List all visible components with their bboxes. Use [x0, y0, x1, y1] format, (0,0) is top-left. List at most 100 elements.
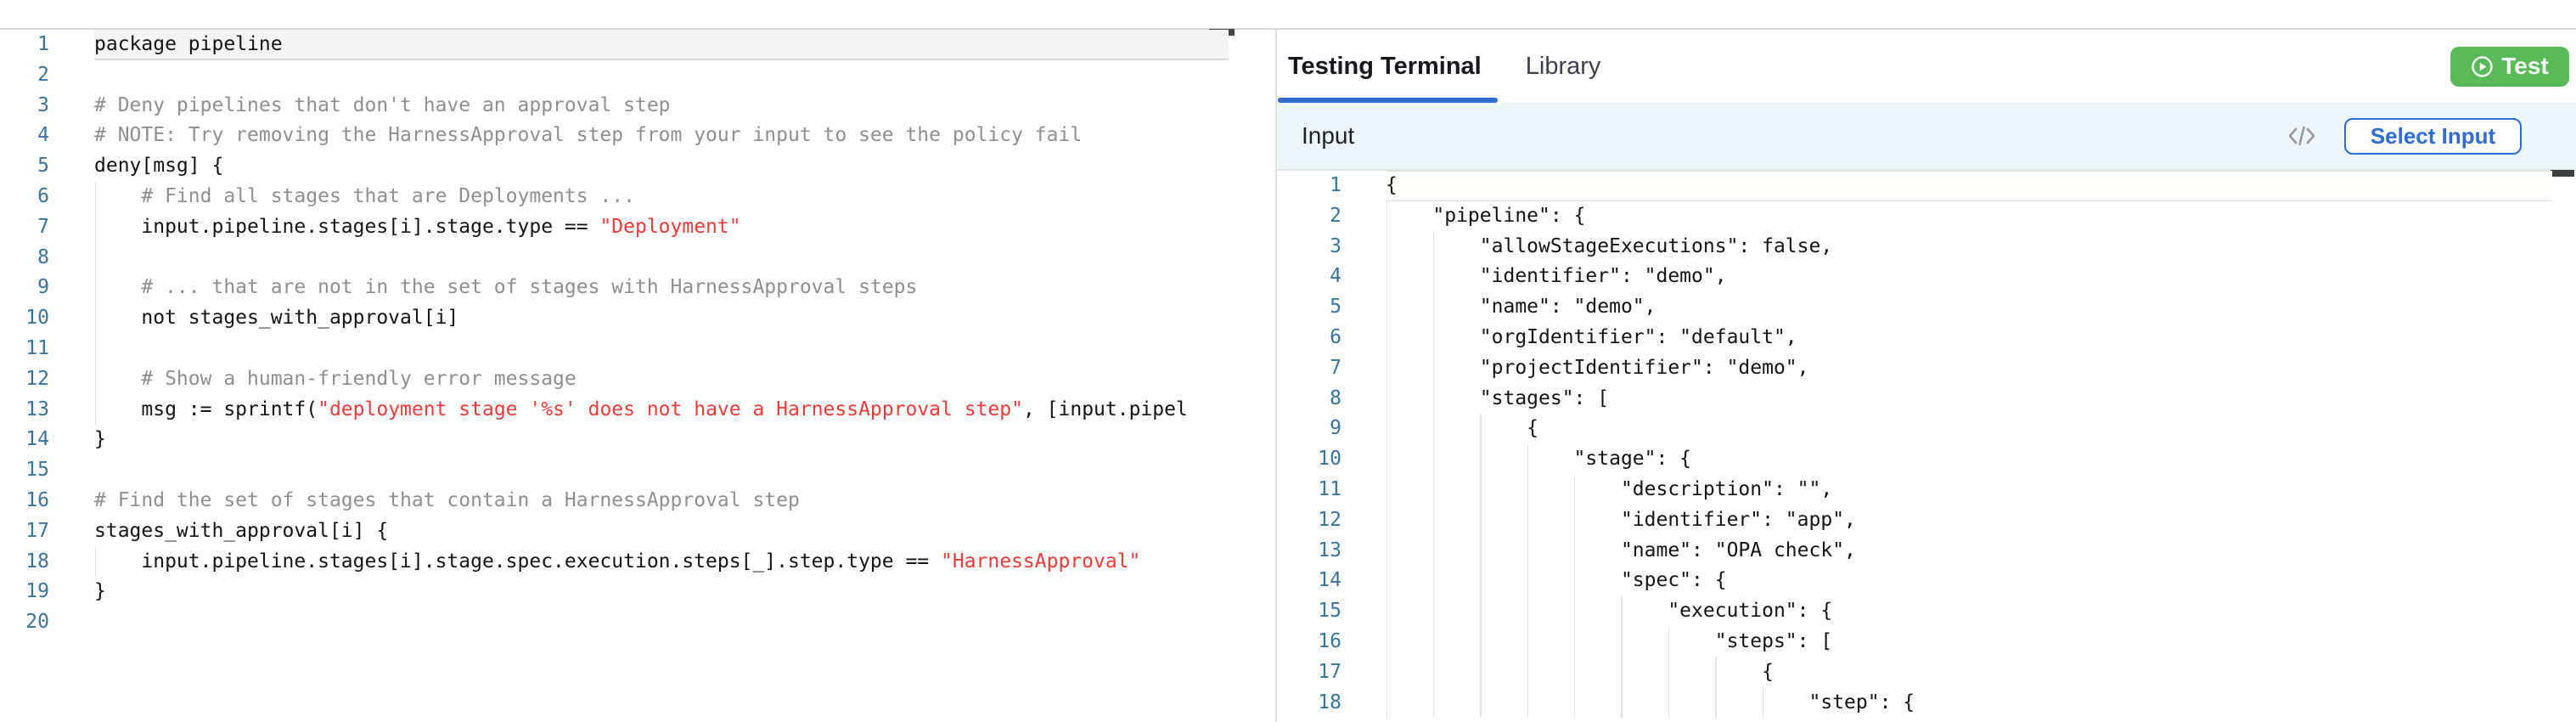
indent-guide [1527, 505, 1528, 536]
comment-token: # Show a human-friendly error message [94, 368, 577, 390]
code-token: "projectIdentifier": "demo", [1386, 357, 1809, 379]
code-token: package pipeline [94, 33, 283, 55]
code-token: "step": { [1386, 691, 1915, 714]
indent-guide [1480, 505, 1481, 536]
indent-guide [1527, 657, 1528, 688]
code-line[interactable]: 18 input.pipeline.stages[i].stage.spec.e… [0, 547, 1275, 578]
code-line[interactable]: 16# Find the set of stages that contain … [0, 486, 1275, 516]
code-line[interactable]: 8 "stages": [ [1278, 384, 2576, 415]
tab-testing-terminal[interactable]: Testing Terminal [1288, 53, 1482, 81]
code-line[interactable]: 3# Deny pipelines that don't have an app… [0, 91, 1275, 121]
code-token: { [1386, 417, 1538, 439]
code-line[interactable]: 11 [0, 334, 1275, 364]
indent-guide [1386, 201, 1387, 232]
code-line[interactable]: 6 "orgIdentifier": "default", [1278, 323, 2576, 353]
code-line[interactable]: 16 "steps": [ [1278, 627, 2576, 657]
indent-guide [1715, 688, 1716, 719]
line-number: 19 [0, 577, 49, 607]
indent-guide [1386, 505, 1387, 536]
code-token: stages_with_approval[i] { [94, 520, 388, 542]
code-line-text: package pipeline [94, 30, 1275, 60]
code-line[interactable]: 12 # Show a human-friendly error message [0, 364, 1275, 395]
code-line-text: "identifier": "demo", [1386, 262, 2576, 292]
code-token: "steps": [ [1386, 630, 1832, 652]
code-line[interactable]: 2 [0, 60, 1275, 91]
indent-guide [1433, 292, 1434, 323]
code-line-text: # Find all stages that are Deployments .… [94, 182, 1275, 212]
code-line-text: "name": "OPA check", [1386, 536, 2576, 567]
indent-guide [1433, 505, 1434, 536]
indent-guide [1668, 627, 1669, 657]
code-line-text: "allowStageExecutions": false, [1386, 232, 2576, 262]
code-line[interactable]: 3 "allowStageExecutions": false, [1278, 232, 2576, 262]
code-line[interactable]: 13 "name": "OPA check", [1278, 536, 2576, 567]
indent-guide [1480, 444, 1481, 475]
indent-guide [1386, 566, 1387, 596]
indent-guide [1433, 657, 1434, 688]
code-line[interactable]: 13 msg := sprintf("deployment stage '%s'… [0, 395, 1275, 426]
code-line[interactable]: 15 "execution": { [1278, 596, 2576, 627]
code-line[interactable]: 5 "name": "demo", [1278, 292, 2576, 323]
test-button[interactable]: Test [2450, 47, 2569, 87]
code-line-text: input.pipeline.stages[i].stage.spec.exec… [94, 547, 1275, 578]
indent-guide [1386, 444, 1387, 475]
code-line[interactable]: 10 "stage": { [1278, 444, 2576, 475]
code-line[interactable]: 15 [0, 455, 1275, 486]
input-json-editor[interactable]: 1{2 "pipeline": {3 "allowStageExecutions… [1278, 171, 2576, 722]
code-line[interactable]: 7 "projectIdentifier": "demo", [1278, 353, 2576, 384]
code-line[interactable]: 17 { [1278, 657, 2576, 688]
line-number: 1 [1278, 171, 1341, 201]
indent-guide [1621, 657, 1622, 688]
indent-guide [95, 182, 96, 212]
indent-guide [1433, 323, 1434, 353]
code-line-text: } [94, 577, 1275, 607]
code-line[interactable]: 5deny[msg] { [0, 151, 1275, 182]
indent-guide [1480, 657, 1481, 688]
code-markup-icon[interactable] [2286, 124, 2317, 148]
indent-guide [1527, 475, 1528, 505]
code-line[interactable]: 4 "identifier": "demo", [1278, 262, 2576, 292]
indent-guide [95, 547, 96, 578]
policy-code-editor[interactable]: 1package pipeline23# Deny pipelines that… [0, 30, 1275, 722]
code-line[interactable]: 11 "description": "", [1278, 475, 2576, 505]
code-line-text: "orgIdentifier": "default", [1386, 323, 2576, 353]
code-line[interactable]: 20 [0, 607, 1275, 638]
code-token: "name": "demo", [1386, 296, 1656, 318]
input-section-bar: Input Select Input [1278, 103, 2576, 169]
code-line-text [94, 243, 1275, 274]
code-line-text: } [94, 425, 1275, 455]
code-line[interactable]: 17stages_with_approval[i] { [0, 516, 1275, 547]
indent-guide [1433, 596, 1434, 627]
code-line[interactable]: 8 [0, 243, 1275, 274]
code-line[interactable]: 10 not stages_with_approval[i] [0, 303, 1275, 334]
code-token: "allowStageExecutions": false, [1386, 235, 1832, 257]
indent-guide [1386, 627, 1387, 657]
code-line[interactable]: 4# NOTE: Try removing the HarnessApprova… [0, 121, 1275, 151]
code-line[interactable]: 9 # ... that are not in the set of stage… [0, 273, 1275, 303]
line-number: 14 [1278, 566, 1341, 596]
tab-library[interactable]: Library [1526, 53, 1601, 81]
select-input-button[interactable]: Select Input [2344, 118, 2522, 155]
code-line[interactable]: 7 input.pipeline.stages[i].stage.type ==… [0, 212, 1275, 243]
code-line[interactable]: 2 "pipeline": { [1278, 201, 2576, 232]
code-line-text: # Show a human-friendly error message [94, 364, 1275, 395]
string-token: "deployment stage '%s' does not have a H… [318, 398, 1023, 420]
line-number: 6 [0, 182, 49, 212]
indent-guide [1386, 688, 1387, 719]
code-line[interactable]: 12 "identifier": "app", [1278, 505, 2576, 536]
line-number: 18 [1278, 688, 1341, 719]
code-line[interactable]: 14 "spec": { [1278, 566, 2576, 596]
code-token: } [94, 580, 106, 602]
indent-guide [1527, 444, 1528, 475]
code-line[interactable]: 18 "step": { [1278, 688, 2576, 719]
code-line[interactable]: 6 # Find all stages that are Deployments… [0, 182, 1275, 212]
line-number: 7 [0, 212, 49, 243]
code-line[interactable]: 14} [0, 425, 1275, 455]
code-line[interactable]: 1{ [1278, 171, 2576, 201]
code-line[interactable]: 19} [0, 577, 1275, 607]
code-line[interactable]: 9 { [1278, 414, 2576, 444]
line-number: 16 [1278, 627, 1341, 657]
testing-terminal-header: Testing Terminal Library Test [1278, 30, 2576, 103]
code-line[interactable]: 1package pipeline [0, 30, 1275, 60]
indent-guide [1433, 262, 1434, 292]
